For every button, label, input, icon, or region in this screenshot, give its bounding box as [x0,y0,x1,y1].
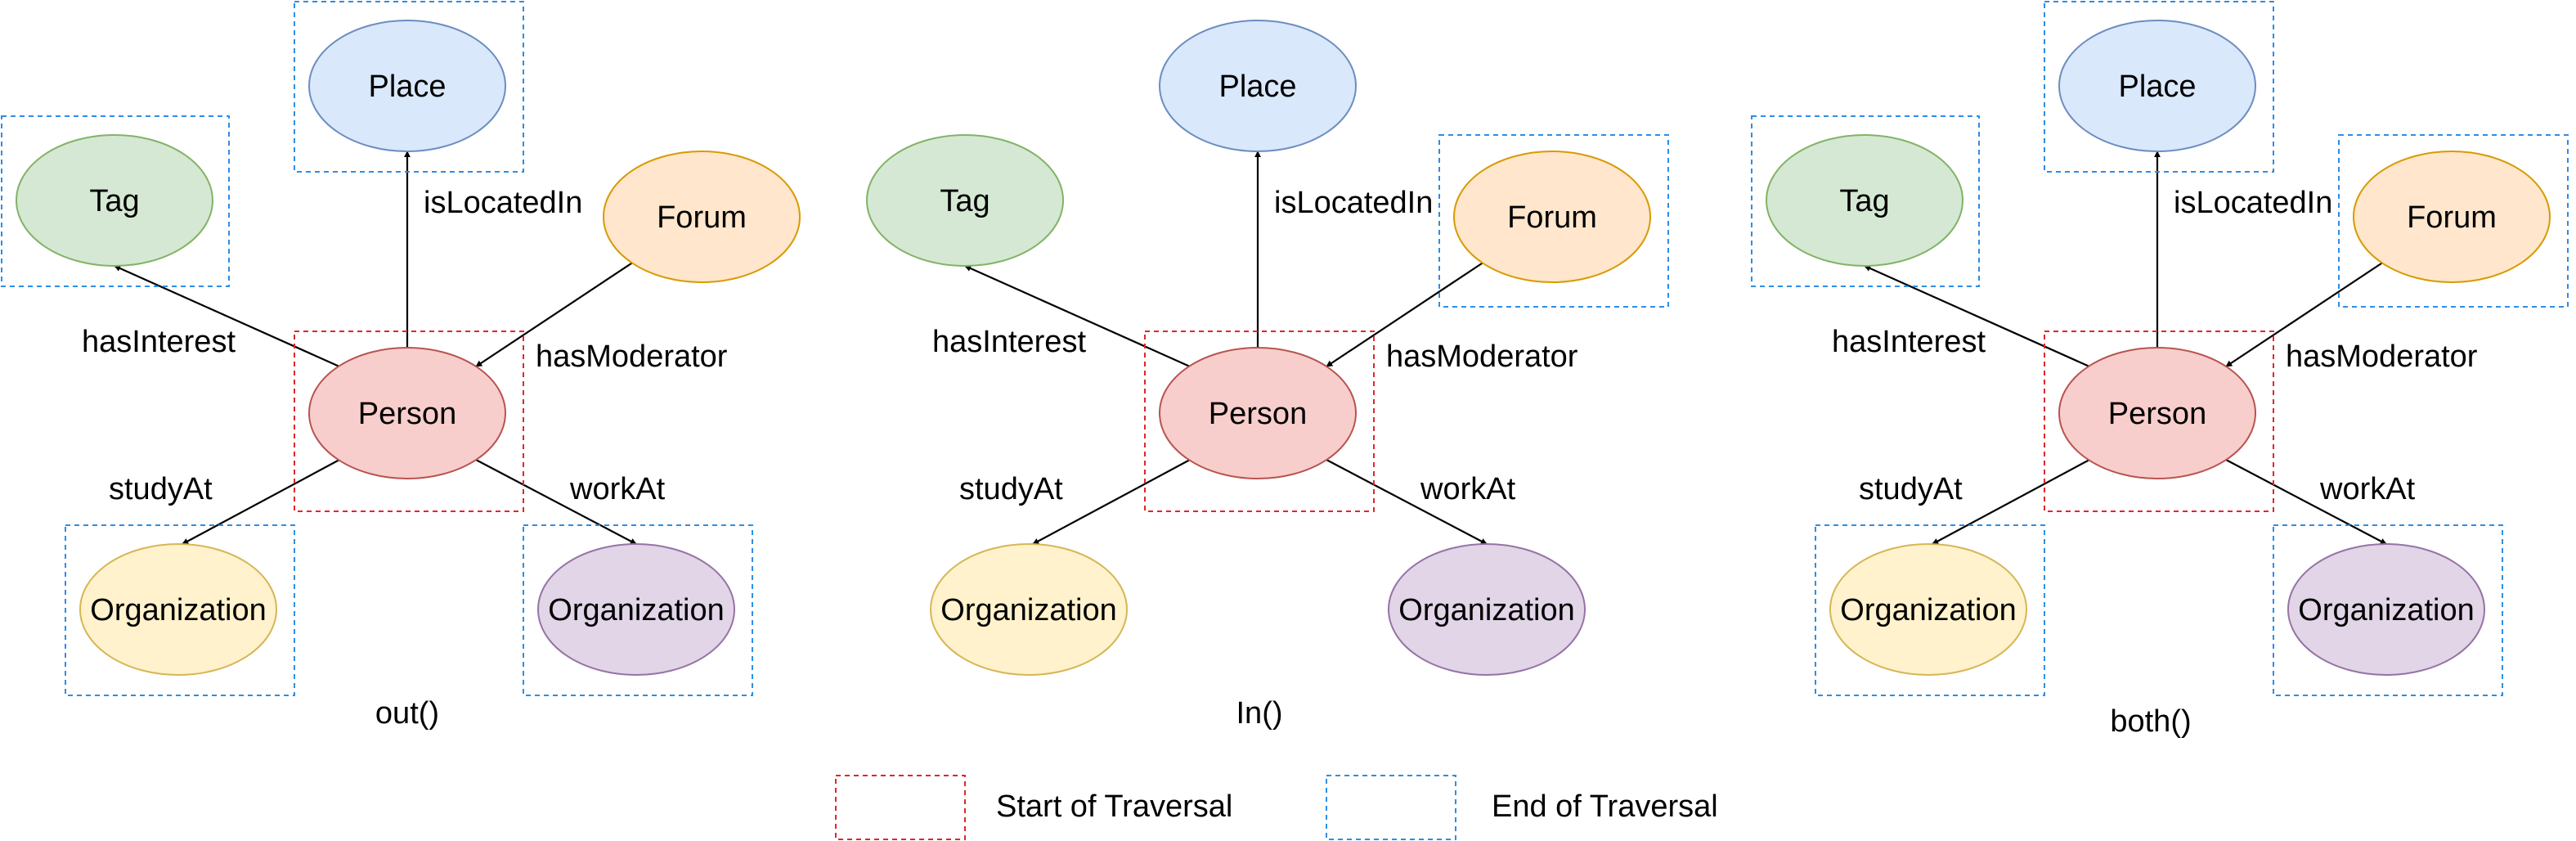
edge-label-hasInterest: hasInterest [82,325,236,359]
node-org-study-label: Organization [940,593,1116,627]
node-org-work [537,543,735,676]
edge-label-hasModerator: hasModerator [536,340,728,374]
legend-end-swatch [1326,775,1456,840]
node-tag [16,134,213,267]
node-place [2058,20,2256,152]
node-forum-label: Forum [2407,200,2497,235]
node-person [308,347,506,479]
edge-label-workAt: workAt [1420,472,1516,506]
edge-hasInterest-arrow [964,264,1191,368]
end-traversal-box [1438,134,1669,308]
node-org-study-label: Organization [1840,593,2016,627]
edge-hasInterest-arrow [1864,264,2090,368]
edge-workAt-arrow [2225,459,2387,545]
node-person-label: Person [1209,397,1307,431]
node-place [1159,20,1357,152]
end-traversal-box [1815,524,2045,696]
edge-label-studyAt: studyAt [1859,472,1963,506]
edge-label-studyAt: studyAt [959,472,1063,506]
edge-label-isLocatedIn: isLocatedIn [424,186,582,220]
start-traversal-box [2044,331,2274,512]
edge-label-workAt: workAt [569,472,666,506]
node-forum-label: Forum [1507,200,1597,235]
end-traversal-box [523,524,753,696]
node-org-study-label: Organization [90,593,266,627]
panel-caption: In() [1236,696,1283,731]
node-place-label: Place [2118,70,2196,104]
end-traversal-box [2273,524,2503,696]
edge-hasModerator-arrow [2225,261,2385,367]
node-tag [866,134,1064,267]
node-forum [1453,151,1651,283]
node-org-work-label: Organization [1398,593,1574,627]
node-forum [2353,151,2551,283]
edge-workAt-arrow [1326,459,1488,545]
node-org-study [1829,543,2027,676]
node-place-label: Place [1218,70,1296,104]
panel-caption: both() [2110,704,2191,739]
end-traversal-box [294,1,524,173]
edge-studyAt-arrow [1032,459,1191,545]
node-place-label: Place [368,70,446,104]
node-org-work [2287,543,2485,676]
edge-label-workAt: workAt [2319,472,2416,506]
legend-start-swatch [835,775,966,840]
edge-label-isLocatedIn: isLocatedIn [2174,186,2332,220]
start-traversal-box [1144,331,1375,512]
node-person-label: Person [2108,397,2206,431]
node-forum-label: Forum [657,200,747,235]
node-tag-label: Tag [940,184,990,218]
edge-workAt-arrow [475,459,637,545]
end-traversal-box [65,524,295,696]
edge-hasModerator-arrow [475,261,635,367]
node-org-work-label: Organization [2298,593,2474,627]
node-person [1159,347,1357,479]
edge-studyAt-arrow [182,459,340,545]
node-org-work [1388,543,1586,676]
panel-caption: out() [375,696,439,731]
edge-hasModerator-arrow [1326,261,1485,367]
edge-studyAt-arrow [1932,459,2090,545]
node-org-study [930,543,1128,676]
node-tag [1766,134,1963,267]
start-traversal-box [294,331,524,512]
legend-end-label: End of Traversal [1492,789,1718,824]
edge-label-hasInterest: hasInterest [932,325,1086,359]
edge-label-studyAt: studyAt [109,472,213,506]
end-traversal-box [2044,1,2274,173]
legend-start-label: Start of Traversal [996,789,1232,824]
legend: Start of Traversal End of Traversal [835,775,1718,840]
node-person [2058,347,2256,479]
edge-label-hasModerator: hasModerator [1386,340,1578,374]
node-forum [603,151,801,283]
node-tag-label: Tag [1839,184,1889,218]
edge-label-isLocatedIn: isLocatedIn [1274,186,1433,220]
node-person-label: Person [358,397,456,431]
edge-label-hasModerator: hasModerator [2286,340,2478,374]
node-org-study [79,543,277,676]
edge-hasInterest-arrow [114,264,340,368]
edge-label-hasInterest: hasInterest [1832,325,1986,359]
end-traversal-box [2338,134,2569,308]
node-tag-label: Tag [89,184,139,218]
node-place [308,20,506,152]
node-org-work-label: Organization [548,593,724,627]
